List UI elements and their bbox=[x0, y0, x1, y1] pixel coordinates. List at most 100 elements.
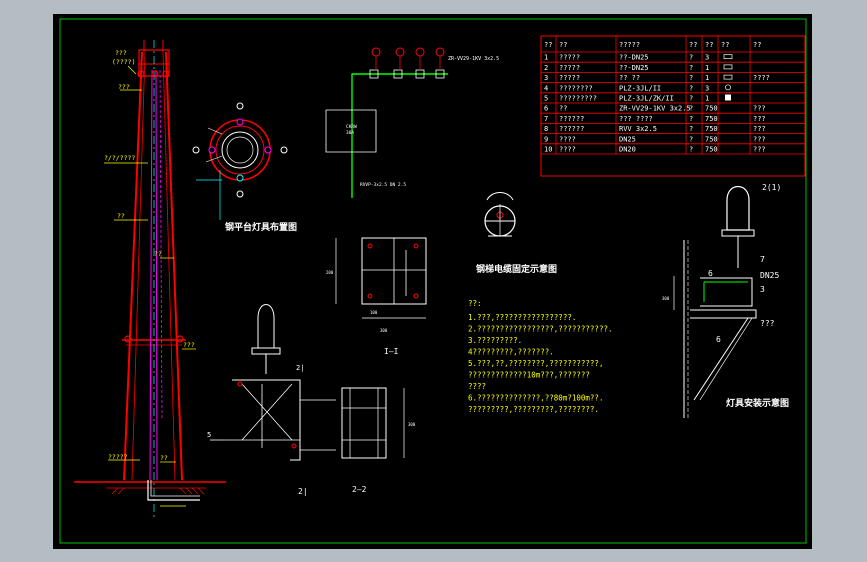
table-cell-note: ??? bbox=[753, 105, 766, 113]
caption-section-1: I—I bbox=[384, 347, 399, 356]
chimney-annotations: ??? (????) ??? ?/?/???? ?? ?? ??? ????? … bbox=[104, 49, 195, 462]
table-cell-spec: ?? ?? bbox=[619, 74, 640, 82]
table-cell-spec: ??-DN25 bbox=[619, 54, 649, 62]
table-cell-no: 2 bbox=[544, 64, 548, 72]
table-cell-unit: ? bbox=[689, 115, 693, 123]
table-header-2: ????? bbox=[619, 41, 640, 49]
caption-cable-fixing: 钢梯电缆固定示意图 bbox=[476, 263, 557, 275]
table-symbol-icon bbox=[723, 54, 733, 60]
table-cell-spec: DN25 bbox=[619, 135, 636, 143]
table-cell-unit: ? bbox=[689, 95, 693, 103]
wiring-diagram: ZR-VV29-1KV 3x2.5 CKRW 30A RVVP-3x2.5 DN… bbox=[325, 47, 499, 198]
chimney-label-top-a: ??? bbox=[115, 49, 127, 57]
table-cell-qty: 750 bbox=[705, 146, 718, 154]
table-header-0: ?? bbox=[544, 41, 552, 49]
arm-label-2j: 2| bbox=[296, 364, 304, 372]
table-cell-name: ???????? bbox=[559, 84, 593, 92]
table-header-6: ?? bbox=[753, 41, 761, 49]
table-cell-unit: ? bbox=[689, 135, 693, 143]
table-cell-unit: ? bbox=[689, 105, 693, 113]
chimney-label-right-a: ?? bbox=[154, 250, 162, 258]
chimney-label-left-b: ?? bbox=[117, 212, 125, 220]
table-header-4: ?? bbox=[705, 41, 713, 49]
table-cell-name: ???? bbox=[559, 135, 576, 143]
table-cell-unit: ? bbox=[689, 125, 693, 133]
table-cell-qty: 750 bbox=[705, 135, 718, 143]
lamp-label-6b: 6 bbox=[716, 335, 721, 344]
chimney-label-mid-right: ??? bbox=[183, 341, 195, 349]
table-cell-name: ????? bbox=[559, 64, 580, 72]
table-cell-no: 3 bbox=[544, 74, 548, 82]
lamp-arm-detail: 300 5 2| bbox=[207, 304, 416, 461]
note-line: ?????????,?????????,????????. bbox=[468, 405, 599, 414]
table-cell-note: ???? bbox=[753, 74, 770, 82]
lamp-label-2-1: 2(1) bbox=[762, 183, 781, 192]
svg-text:CKRW: CKRW bbox=[346, 124, 357, 130]
table-cell-note: ??? bbox=[753, 135, 766, 143]
table-cell-no: 8 bbox=[544, 125, 548, 133]
note-line: 3.?????????. bbox=[468, 336, 522, 345]
table-cell-qty: 1 bbox=[705, 95, 709, 103]
material-table: ?????????????????1???????-DN25?32???????… bbox=[544, 41, 770, 154]
lamp-label-6: 6 bbox=[708, 269, 713, 278]
table-cell-qty: 3 bbox=[705, 84, 709, 92]
table-cell-no: 9 bbox=[544, 135, 548, 143]
table-cell-spec: PLZ-3JL/II bbox=[619, 84, 661, 92]
chimney-label-top-b: (????) bbox=[112, 58, 135, 66]
caption-lamp-install: 灯具安装示意图 bbox=[726, 397, 789, 409]
design-notes: ??:1.???,?????????????????.2.???????????… bbox=[468, 299, 613, 414]
table-lamp-icon bbox=[725, 84, 731, 91]
table-box-icon bbox=[725, 94, 731, 101]
dim-lamp-h: 300 bbox=[662, 296, 670, 301]
table-header-1: ?? bbox=[559, 41, 567, 49]
caption-platform-layout: 钢平台灯具布置图 bbox=[225, 221, 297, 233]
section-1-detail: 300 100 200 bbox=[326, 237, 427, 333]
lamp-label-3: 3 bbox=[760, 285, 765, 294]
table-header-5: ?? bbox=[721, 41, 729, 49]
table-cell-name: ????? bbox=[559, 54, 580, 62]
table-symbol-icon bbox=[723, 74, 733, 80]
dim-sec1-width: 300 bbox=[380, 328, 388, 333]
table-cell-name: ?????? bbox=[559, 115, 584, 123]
table-cell-qty: 1 bbox=[705, 74, 709, 82]
table-cell-note: ??? bbox=[753, 115, 766, 123]
chimney-elevation bbox=[74, 40, 226, 520]
table-cell-name: ?? bbox=[559, 105, 567, 113]
table-cell-no: 4 bbox=[544, 84, 548, 92]
note-line: 5.???,??,????????,???????????, bbox=[468, 359, 603, 368]
notes-title: ??: bbox=[468, 299, 482, 308]
table-cell-qty: 1 bbox=[705, 64, 709, 72]
table-cell-no: 5 bbox=[544, 95, 548, 103]
table-symbol-icon bbox=[723, 64, 733, 70]
lamp-label-7: 7 bbox=[760, 255, 765, 264]
table-cell-note: ??? bbox=[753, 146, 766, 154]
table-cell-qty: 750 bbox=[705, 125, 718, 133]
lamp-label-dn25: DN25 bbox=[760, 271, 779, 280]
dim-sec2-h: 300 bbox=[408, 422, 416, 427]
caption-section-2: 2—2 bbox=[352, 485, 367, 494]
table-cell-spec: ??-DN25 bbox=[619, 64, 649, 72]
table-cell-no: 6 bbox=[544, 105, 548, 113]
table-cell-no: 7 bbox=[544, 115, 548, 123]
table-cell-name: ?????? bbox=[559, 125, 584, 133]
chimney-label-bot-left: ????? bbox=[108, 453, 128, 461]
note-line: 2.?????????????????,???????????. bbox=[468, 325, 613, 334]
outer-frame bbox=[59, 18, 807, 544]
table-cell-spec: ZR-VV29-1KV 3x2.5 bbox=[619, 105, 691, 113]
arm-label-5: 5 bbox=[207, 431, 211, 439]
platform-layout-plan bbox=[192, 102, 288, 220]
note-line: 4?????????,???????. bbox=[468, 348, 554, 357]
chimney-label-top-c: ??? bbox=[118, 83, 130, 91]
table-cell-note: ??? bbox=[753, 125, 766, 133]
table-cell-unit: ? bbox=[689, 54, 693, 62]
lamp-label-qqq: ??? bbox=[760, 319, 775, 328]
table-cell-spec: ??? ???? bbox=[619, 115, 653, 123]
table-cell-qty: 3 bbox=[705, 54, 709, 62]
table-cell-name: ????????? bbox=[559, 95, 597, 103]
table-cell-unit: ? bbox=[689, 146, 693, 154]
dim-sec1-h: 200 bbox=[326, 270, 334, 275]
table-cell-name: ???? bbox=[559, 146, 576, 154]
chimney-label-bot-right: ?? bbox=[160, 454, 168, 462]
